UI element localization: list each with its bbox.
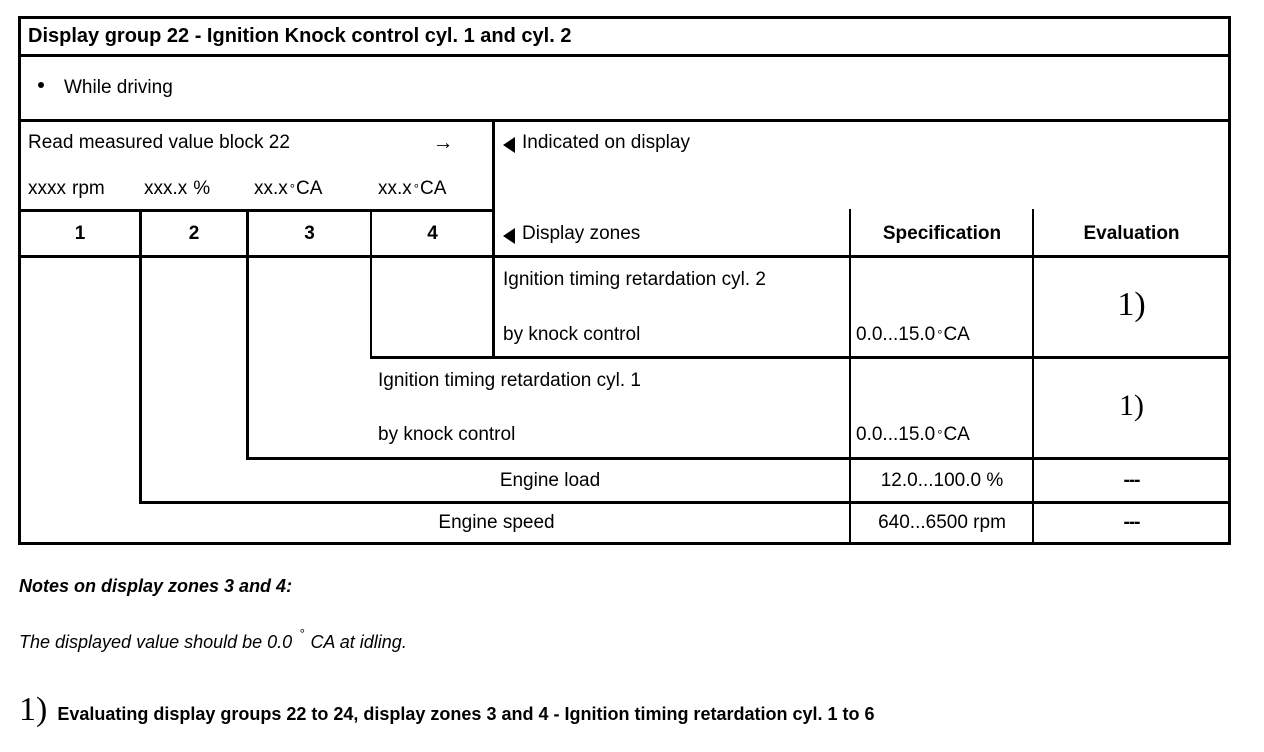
units-bottom-border: [18, 209, 495, 212]
display-zones-header: Display zones: [503, 213, 843, 255]
zone-divider-1-2: [139, 209, 142, 504]
table-row-label-line2: by knock control: [503, 324, 641, 346]
table-row-specification: 640...6500 rpm: [878, 512, 1006, 534]
zone-number-3: 3: [304, 223, 315, 245]
unit-zone-2: xxx.x %: [144, 172, 254, 206]
spec-unit: CA: [943, 324, 970, 346]
evaluation-header: Evaluation: [1083, 223, 1180, 245]
table-left-border: [18, 16, 21, 545]
table-top-border: [18, 16, 1231, 19]
unit-zone-1: xxxx rpm: [28, 172, 148, 206]
unit-value-4: xx.x: [378, 178, 412, 200]
title-bottom-border: [18, 54, 1231, 57]
table-row-evaluation: 1): [1119, 389, 1144, 422]
notes-heading: Notes on display zones 3 and 4:: [19, 576, 293, 596]
unit-zone-3: xx.x ° CA: [254, 178, 323, 200]
table-bottom-border: [18, 542, 1231, 545]
condition-label: While driving: [64, 77, 173, 99]
unit-value-3: xx.x: [254, 178, 288, 200]
unit-value-2: xxx.x: [144, 178, 188, 200]
row-divider-cyl2-cyl1: [370, 356, 1231, 359]
footnote-marker: 1): [19, 691, 48, 728]
table-row-label-line2: by knock control: [378, 424, 516, 446]
unit-suffix-4: CA: [419, 178, 447, 200]
display-zones-label: Display zones: [522, 223, 641, 245]
unit-suffix-3: CA: [295, 178, 323, 200]
table-row-evaluation: ---: [1123, 512, 1141, 534]
specification-column-divider: [849, 209, 851, 545]
table-row-label-line1: Ignition timing retardation cyl. 2: [503, 269, 766, 291]
zone-divider-3-4: [370, 209, 372, 359]
triangle-left-icon: [503, 137, 515, 153]
row-divider-engine-speed: [139, 501, 1231, 504]
table-row-specification: 0.0...15.0 ° CA: [856, 324, 970, 346]
degree-symbol: °: [299, 626, 305, 641]
notes-body: The displayed value should be 0.0 ° CA a…: [19, 627, 407, 653]
table-row-label-line1: Engine speed: [438, 512, 555, 534]
unit-suffix-1: rpm: [72, 178, 105, 200]
footnote-text: Evaluating display groups 22 to 24, disp…: [57, 704, 875, 724]
table-row-evaluation: ---: [1123, 469, 1141, 491]
spec-unit: CA: [943, 424, 970, 446]
zone-divider-2-3: [246, 209, 249, 460]
header-bottom-border: [18, 255, 1231, 258]
condition-row: While driving: [38, 58, 488, 118]
table-row-label-line1: Engine load: [499, 469, 601, 491]
condition-bottom-border: [18, 119, 1231, 122]
row-divider-engine-load: [246, 457, 1231, 460]
notes-body-prefix: The displayed value should be 0.0: [19, 632, 293, 652]
unit-value-1: xxxx: [28, 178, 66, 200]
read-measured-value-instruction: Read measured value block 22: [28, 132, 290, 154]
indicated-on-display-label: Indicated on display: [522, 132, 690, 154]
spec-value: 0.0...15.0: [856, 324, 936, 346]
evaluation-column-divider: [1032, 209, 1034, 545]
footnote: 1) Evaluating display groups 22 to 24, d…: [19, 693, 875, 727]
zone-number-2: 2: [188, 223, 200, 245]
table-right-border: [1228, 16, 1231, 545]
unit-zone-4: xx.x ° CA: [378, 178, 447, 200]
spec-value: 0.0...15.0: [856, 424, 936, 446]
zone-number-1: 1: [74, 223, 86, 245]
zone-number-4: 4: [427, 223, 438, 245]
specification-header: Specification: [882, 223, 1002, 245]
zone-label-divider: [492, 119, 495, 357]
table-row-label-line1: Ignition timing retardation cyl. 1: [378, 370, 641, 392]
table-row-evaluation: 1): [1117, 286, 1146, 323]
notes-body-suffix: CA at idling.: [310, 632, 407, 652]
page-title: Display group 22 - Ignition Knock contro…: [28, 24, 572, 47]
bullet-icon: [38, 82, 44, 88]
arrow-right-icon: →: [432, 130, 454, 154]
unit-suffix-2: %: [193, 178, 211, 200]
triangle-left-icon: [503, 228, 515, 244]
table-row-specification: 12.0...100.0 %: [880, 469, 1004, 491]
indicated-on-display-row: Indicated on display: [503, 125, 1003, 161]
table-row-specification: 0.0...15.0 ° CA: [856, 424, 970, 446]
